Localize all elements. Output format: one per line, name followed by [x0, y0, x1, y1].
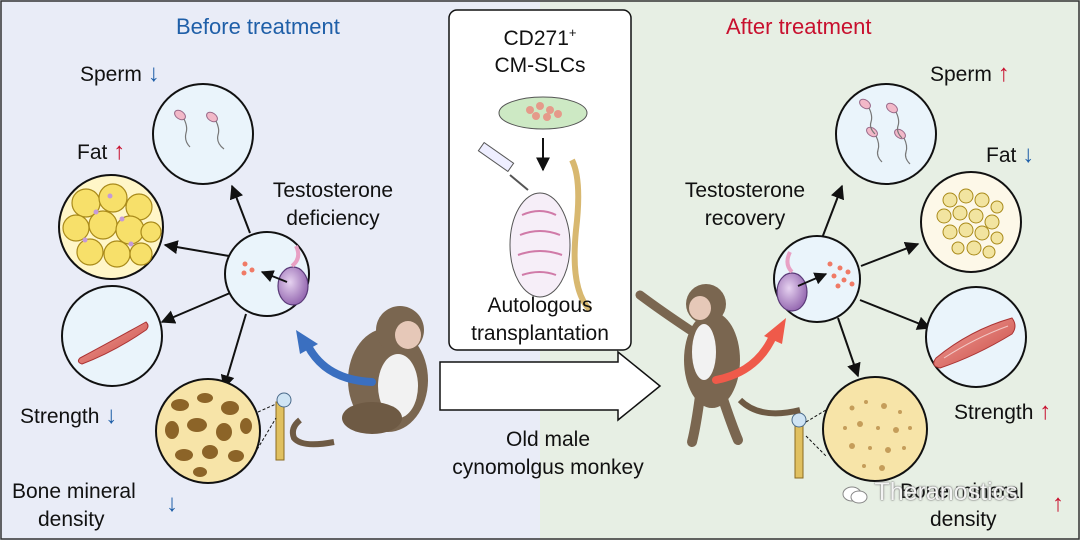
- before-fat-label: Fat ↑: [77, 138, 126, 165]
- up-arrow-icon: ↑: [1052, 490, 1064, 517]
- subject-line-1: Old male: [505, 428, 591, 451]
- down-arrow-icon: ↓: [147, 60, 160, 87]
- small-fat-cells-icon: [936, 188, 1004, 259]
- procedure-label-2: transplantation: [471, 322, 609, 345]
- down-arrow-icon: ↓: [105, 402, 118, 429]
- up-arrow-icon: ↑: [1039, 398, 1052, 425]
- after-red-arrow: [712, 330, 778, 384]
- watermark: Theranostics: [842, 478, 1018, 507]
- syringe-icon: [477, 141, 529, 191]
- petri-dish-icon: [498, 96, 588, 130]
- testis-icon: [277, 266, 309, 306]
- after-fat-label: Fat ↓: [986, 141, 1035, 168]
- after-strength-circle: [925, 286, 1027, 388]
- testis-icon: [776, 272, 808, 312]
- up-arrow-icon: ↑: [997, 60, 1010, 87]
- before-bone-line-2: density: [38, 508, 105, 531]
- before-hub-line-2: deficiency: [286, 207, 380, 230]
- wechat-icon: [842, 483, 868, 504]
- transplant-box: [448, 9, 632, 351]
- after-title: After treatment: [726, 14, 872, 39]
- after-sperm-label: Sperm ↑: [930, 60, 1010, 87]
- after-bone-line-1: Bone mineral: [900, 480, 1024, 503]
- after-strength-label: Strength ↑: [954, 398, 1052, 425]
- fat-cells-icon: [62, 183, 162, 268]
- sperm-icon: [174, 109, 218, 123]
- before-sperm-label: Sperm ↓: [80, 60, 160, 87]
- after-bone-circle: [822, 376, 928, 482]
- sitting-monkey-icon: [289, 306, 428, 448]
- up-arrow-icon: ↑: [113, 138, 126, 165]
- before-fat-circle: [58, 174, 164, 280]
- before-hub-line-1: Testosterone: [272, 179, 394, 202]
- before-testis-hub: [224, 231, 310, 317]
- strong-muscle-icon: [933, 317, 1016, 369]
- transition-arrow: [439, 350, 662, 422]
- procedure-label-1: Autologous: [487, 294, 593, 317]
- subject-line-2: cynomolgus monkey: [452, 456, 644, 479]
- down-arrow-icon: ↓: [166, 490, 178, 517]
- before-blue-arrow: [304, 342, 376, 386]
- cell-line-label: CD271+: [503, 25, 577, 50]
- after-fat-circle: [920, 171, 1022, 273]
- after-testis-hub: [773, 235, 861, 323]
- after-sperm-circle: [835, 83, 937, 185]
- before-spokes: [160, 184, 251, 390]
- muscle-icon: [77, 321, 149, 365]
- before-title: Before treatment: [176, 14, 340, 39]
- after-hub-line-1: Testosterone: [684, 179, 806, 202]
- before-femur-icon: [251, 392, 292, 461]
- after-hub-line-2: recovery: [704, 207, 786, 230]
- before-strength-circle: [61, 285, 163, 387]
- after-bone-line-2: density: [930, 508, 997, 531]
- down-arrow-icon: ↓: [1022, 141, 1035, 168]
- before-bone-line-1: Bone mineral: [12, 480, 136, 503]
- cell-line-label-2: CM-SLCs: [494, 54, 586, 77]
- before-bone-circle: [155, 378, 261, 484]
- before-strength-label: Strength ↓: [20, 402, 118, 429]
- standing-monkey-icon: [635, 284, 801, 447]
- porous-bone-icon: [165, 393, 252, 477]
- testis-section-icon: [509, 158, 593, 313]
- before-sperm-circle: [152, 83, 254, 185]
- dense-bone-icon: [843, 400, 912, 471]
